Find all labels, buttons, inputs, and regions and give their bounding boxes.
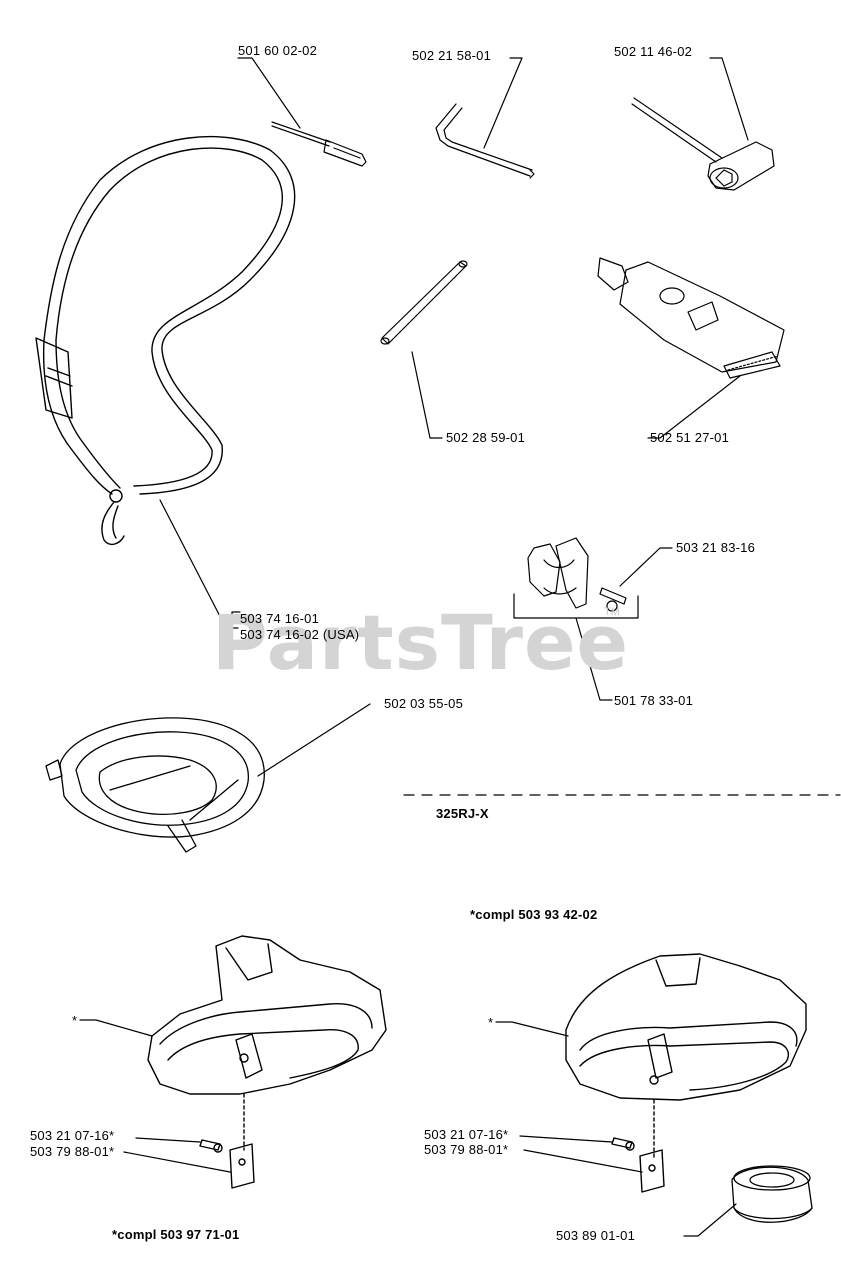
leader-503741601 <box>159 499 239 629</box>
cup-part <box>731 1165 813 1223</box>
label-501600202: 501 60 02-02 <box>238 43 318 58</box>
leader-502114602 <box>709 57 749 141</box>
pin-part <box>271 121 367 167</box>
grease-tube-part <box>597 257 785 379</box>
watermark-trademark: TM <box>604 606 620 618</box>
right-guard-part <box>565 953 807 1193</box>
left-bolt-label: 503 21 07-16* <box>30 1128 115 1143</box>
compl-left-label: *compl 503 97 71-01 <box>112 1227 240 1242</box>
leader-502215801 <box>483 57 523 149</box>
label-503890101: 503 89 01-01 <box>556 1228 636 1243</box>
label-502512701: 502 51 27-01 <box>650 430 730 445</box>
watermark-brand: PartsTree <box>212 598 630 687</box>
label-502215801: 502 21 58-01 <box>412 48 492 63</box>
leader-503218316 <box>619 547 673 587</box>
leader-502035505 <box>257 703 371 777</box>
right-plate-label: 503 79 88-01* <box>424 1142 509 1157</box>
bracket-503741601 <box>231 611 241 645</box>
right-star-label: * <box>488 1015 494 1030</box>
right-bolt-label: 503 21 07-16* <box>424 1127 509 1142</box>
label-503741601: 503 74 16-01 <box>240 611 320 626</box>
spanner-part <box>631 97 775 191</box>
leader-left-star <box>79 1019 153 1037</box>
guard-ring-part <box>45 717 265 853</box>
label-502035505: 502 03 55-05 <box>384 696 464 711</box>
leader-right-plate <box>523 1149 643 1173</box>
leader-left-plate <box>123 1151 231 1173</box>
left-guard-part <box>147 935 387 1189</box>
label-502114602: 502 11 46-02 <box>614 44 693 59</box>
leader-502512701 <box>647 375 741 439</box>
leader-left-bolt <box>135 1137 201 1143</box>
left-plate-label: 503 79 88-01* <box>30 1144 115 1159</box>
label-501783301: 501 78 33-01 <box>614 693 694 708</box>
rod-part <box>380 260 468 345</box>
leader-503890101 <box>683 1203 737 1237</box>
label-502285901: 502 28 59-01 <box>446 430 526 445</box>
leader-right-star <box>495 1021 569 1037</box>
hex-key-part <box>435 103 535 179</box>
left-star-label: * <box>72 1013 78 1028</box>
leader-right-bolt <box>519 1135 613 1143</box>
leader-501783301 <box>575 617 613 701</box>
label-503741602: 503 74 16-02 (USA) <box>240 627 360 642</box>
model-label: 325RJ-X <box>436 806 489 821</box>
leader-501600202 <box>237 57 301 129</box>
compl-right-label: *compl 503 93 42-02 <box>470 907 598 922</box>
leader-502285901 <box>411 351 443 439</box>
clamp-part <box>527 537 627 612</box>
harness-part <box>35 135 296 546</box>
label-503218316: 503 21 83-16 <box>676 540 756 555</box>
